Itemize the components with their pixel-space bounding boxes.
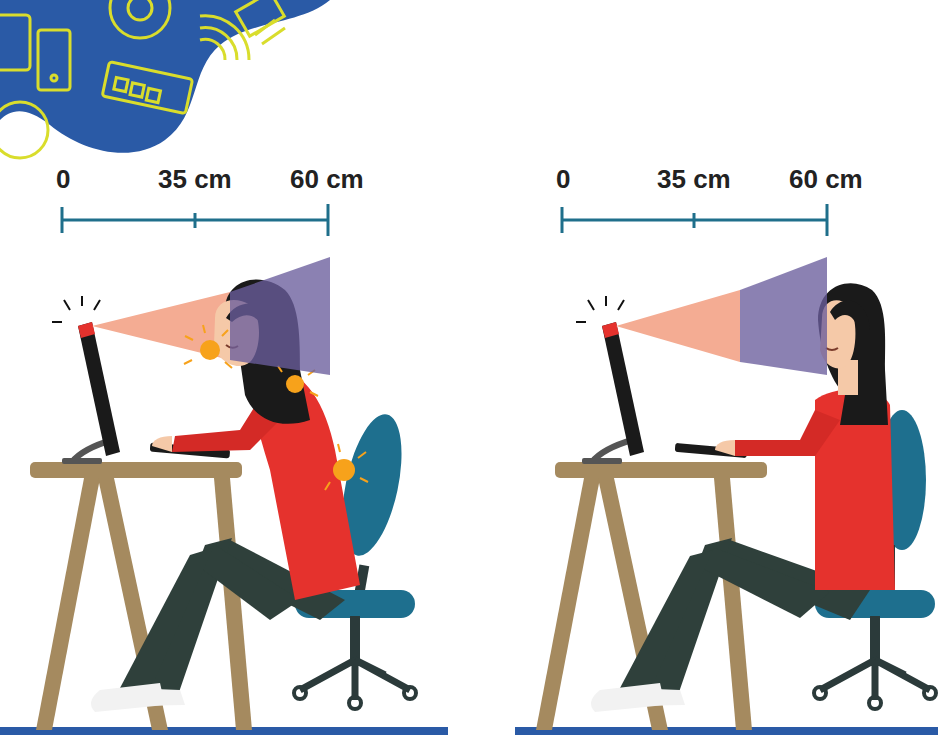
bad-posture-scene-part [128,688,185,706]
bad-posture-scene-part [78,322,95,338]
bad-posture-scene-part [300,660,410,700]
bad-posture-scene-part [349,697,361,709]
bad-posture-scene-part [62,458,102,464]
good-posture-scene-part [826,348,838,350]
bad-posture-scene [0,257,448,735]
bad-posture-scene-part-part [286,375,304,393]
scale-label: 60 cm [789,164,863,194]
good-posture-scene-part [735,410,840,456]
good-posture-scene-part [602,322,619,338]
good-posture-scene-part [515,727,938,735]
bad-posture-scene-part [92,292,230,360]
decor-blob-part-part [38,30,70,90]
good-posture-scene-part [690,548,830,618]
bad-posture-scene-part [404,687,416,699]
bad-posture-scene-part-part [333,459,355,481]
good-posture-scene-part [582,458,622,464]
bad-posture-scene-part [152,436,172,452]
decor-blob-part-part [0,15,30,70]
good-posture-scene-part [576,296,624,322]
good-posture-scene-part [818,283,888,425]
decor-blob-part-part [130,83,144,97]
good-posture-scene-part [555,462,767,478]
scale-label: 35 cm [657,164,731,194]
scale-bar-part [327,204,330,236]
scale-label: 35 cm [158,164,232,194]
scale-bar-part [561,207,564,233]
scale-bar-part [194,213,197,228]
good-posture-scene-part [714,478,752,730]
bad-posture-scene-part-part [184,325,232,368]
bad-posture-scene-part [36,478,100,730]
scale-label: 0 [56,164,70,194]
good-posture-scene-part [616,290,740,362]
bad-posture-scene-part [230,257,330,375]
bad-posture-scene-part [0,727,448,735]
bad-posture-scene-part [350,616,360,661]
decor-blob-part [0,0,285,158]
good-posture-scene-part [869,697,881,709]
good-posture-scene-part [536,478,600,730]
decor-blob-part-part [128,0,152,20]
bad-posture-scene-part [294,687,306,699]
decor-blob-part-part [146,88,160,102]
good-posture-scene-part [628,688,685,706]
good-posture-scene-part [924,687,936,699]
decor-blob [0,0,330,158]
bad-posture-scene-part-part [325,444,368,490]
bad-posture-scene-part-part [200,340,220,360]
decor-blob-part-part [51,75,57,81]
good-posture-scene-part [820,660,930,700]
scale-bar-part [826,204,829,236]
good-posture-scene-part [870,616,880,661]
scale-bar-part [61,207,64,233]
scale-label: 0 [556,164,570,194]
good-posture-scene-part [830,300,870,330]
good-posture-scene-part [620,550,713,695]
decor-blob-part-part [102,62,192,114]
bad-posture-scene-part [78,322,120,456]
good-posture-scene-part [602,322,644,456]
decor-blob-part-part [0,102,48,158]
bad-posture-scene-part [214,478,252,730]
good-posture-scene-part [715,440,735,456]
decor-blob-part-part [255,20,285,44]
bad-posture-scene-part [120,548,213,695]
scale-bar [562,204,827,236]
bad-posture-scene-part [52,296,100,322]
good-posture-scene [515,257,938,735]
bad-posture-scene-part [30,462,242,478]
good-posture-scene-part [740,257,827,375]
scale-label: 60 cm [290,164,364,194]
scale-bar-part [693,213,696,228]
good-posture-scene-part [814,687,826,699]
decor-blob-part-part [114,77,128,91]
scale-bar [62,204,328,236]
decor-blob-part-part [110,0,170,38]
